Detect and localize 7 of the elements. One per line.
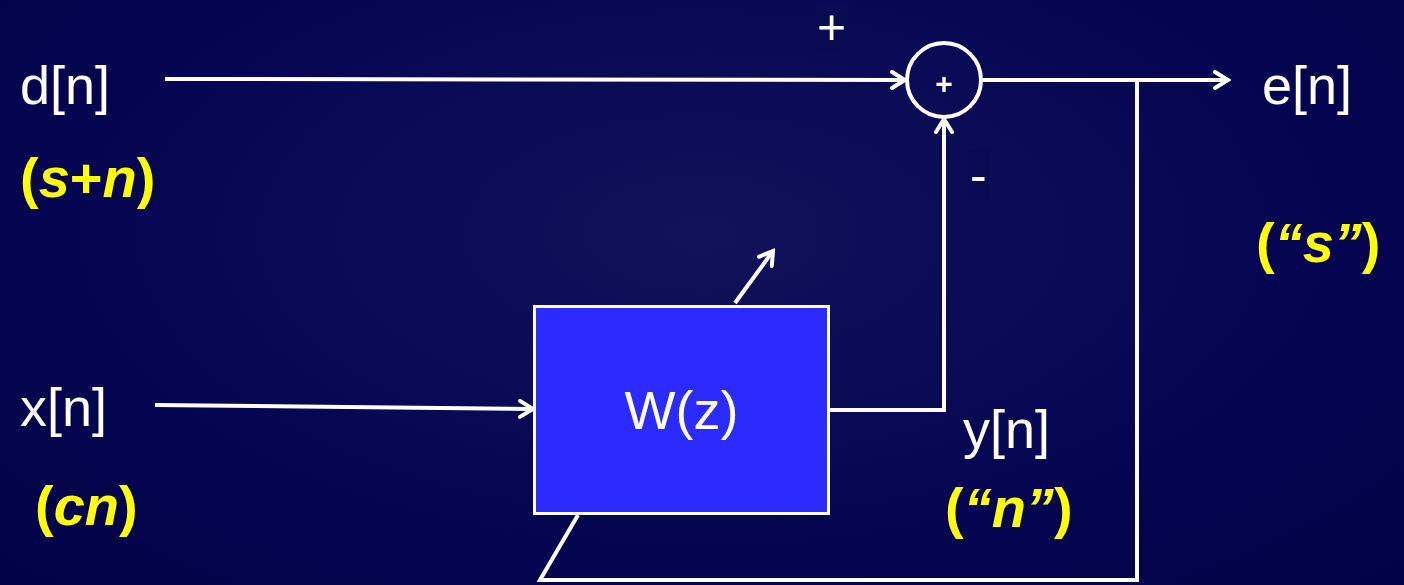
summing-junction: + xyxy=(905,41,983,119)
edge-label: - xyxy=(968,150,989,200)
arrow xyxy=(165,70,907,90)
filter-block: W(z) xyxy=(533,305,830,515)
arrow xyxy=(154,398,535,419)
feedback-line xyxy=(536,78,1139,582)
arrow xyxy=(830,117,954,412)
